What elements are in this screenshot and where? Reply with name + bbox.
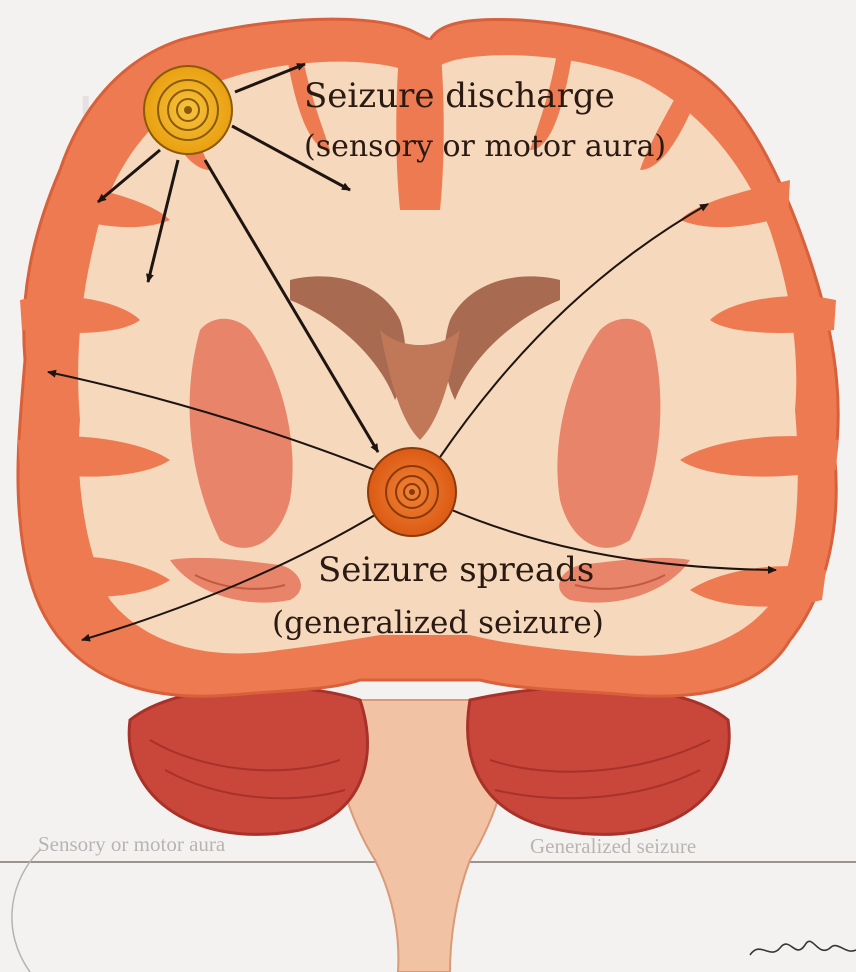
label-seizure-spreads: Seizure spreads: [318, 552, 594, 589]
page-edge-curve: [12, 850, 40, 972]
label-generalized-seizure: (generalized seizure): [272, 606, 604, 640]
label-seizure-discharge: Seizure discharge: [304, 78, 615, 115]
cerebellum-left: [129, 687, 367, 835]
seizure-focus-cortical: [144, 66, 232, 154]
label-sensory-motor-aura: (sensory or motor aura): [304, 130, 666, 163]
seizure-focus-deep: [368, 448, 456, 536]
caption-sensory-motor-aura: Sensory or motor aura: [38, 832, 225, 857]
cerebellum-right: [468, 687, 730, 835]
caption-generalized-seizure: Generalized seizure: [530, 834, 696, 859]
signature-scribble: [750, 941, 856, 955]
